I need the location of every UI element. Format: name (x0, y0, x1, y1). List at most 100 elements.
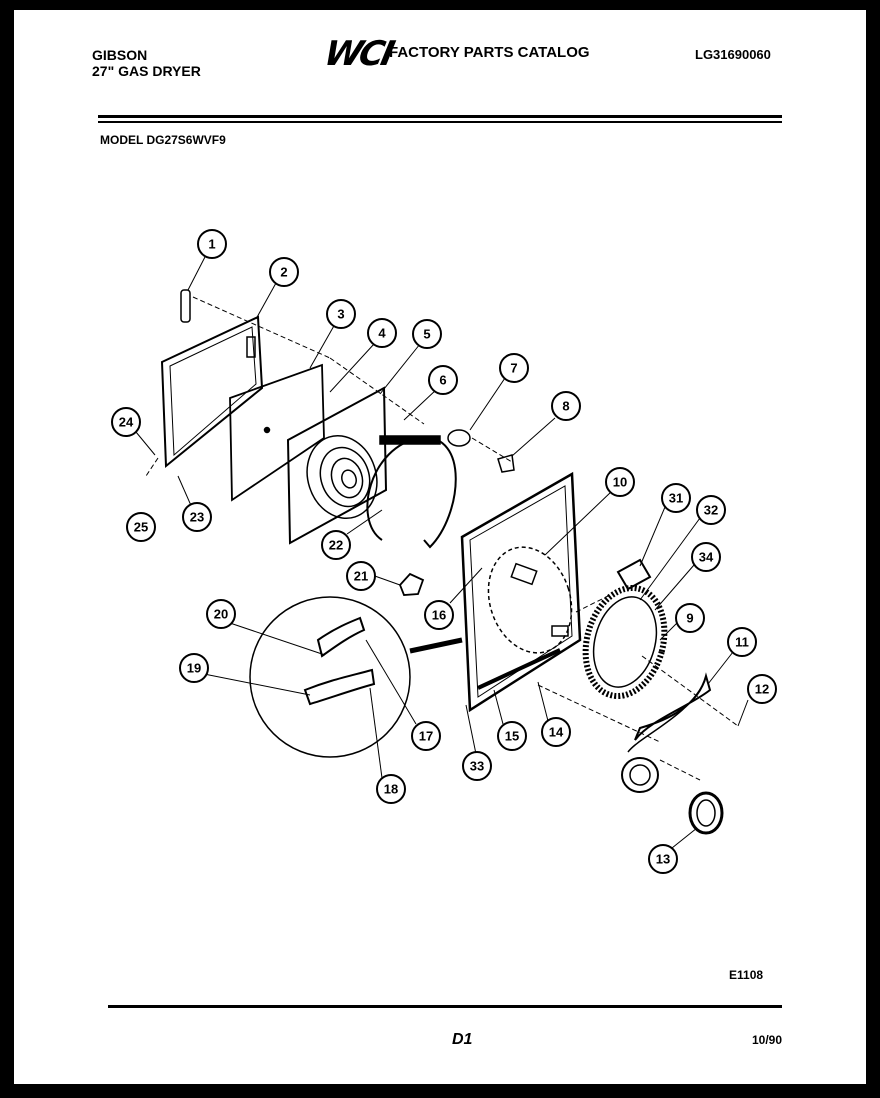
svg-text:1: 1 (208, 237, 215, 252)
svg-text:5: 5 (423, 327, 430, 342)
lint-duct-collar-inner (629, 764, 651, 786)
svg-text:8: 8 (562, 399, 569, 414)
callout-23: 23 (182, 502, 212, 532)
front-panel-inner (469, 485, 573, 698)
callout-1: 1 (197, 229, 227, 259)
callout-3: 3 (326, 299, 356, 329)
callout-21: 21 (346, 561, 376, 591)
callout-16: 16 (424, 600, 454, 630)
duct-seal-ring-inner (696, 799, 716, 827)
callout-14: 14 (541, 717, 571, 747)
switch-part (398, 572, 425, 596)
callout-25: 25 (126, 512, 156, 542)
duct-seal-ring (688, 791, 724, 835)
svg-text:31: 31 (669, 491, 683, 506)
svg-text:21: 21 (354, 569, 368, 584)
inner-door-panel (286, 386, 388, 545)
drum-bearing-ring-inner (592, 596, 658, 688)
svg-text:19: 19 (187, 661, 201, 676)
detail-leader-band (409, 637, 463, 654)
svg-text:16: 16 (432, 608, 446, 623)
catalog-code: LG31690060 (695, 47, 771, 62)
header-rule-bottom (98, 121, 782, 123)
svg-text:9: 9 (686, 611, 693, 626)
footer-rule (108, 1005, 782, 1008)
brand-name: GIBSON (92, 47, 148, 63)
door-bowl-inner (319, 446, 371, 508)
svg-text:32: 32 (704, 503, 718, 518)
product-subtitle: 27" GAS DRYER (92, 63, 201, 79)
svg-text:13: 13 (656, 852, 670, 867)
front-panel-switch (510, 562, 538, 586)
door-bowl-center (341, 469, 357, 489)
svg-text:6: 6 (439, 373, 446, 388)
revision-code: E1108 (729, 968, 764, 982)
callout-32: 32 (696, 495, 726, 525)
svg-text:24: 24 (119, 415, 134, 430)
callout-11: 11 (727, 627, 757, 657)
front-panel (460, 471, 582, 713)
callout-4: 4 (367, 318, 397, 348)
door-strike-part (497, 454, 515, 473)
svg-text:18: 18 (384, 782, 398, 797)
callout-34: 34 (691, 542, 721, 572)
header-rule-top (98, 115, 782, 118)
callout-31: 31 (661, 483, 691, 513)
callout-2: 2 (269, 257, 299, 287)
svg-text:25: 25 (134, 520, 148, 535)
catalog-title: FACTORY PARTS CATALOG (389, 44, 590, 61)
callout-6: 6 (428, 365, 458, 395)
callout-22: 22 (321, 530, 351, 560)
callout-18: 18 (376, 774, 406, 804)
callout-8: 8 (551, 391, 581, 421)
svg-text:17: 17 (419, 729, 433, 744)
hinge-pin-part (180, 289, 191, 323)
model-number: MODEL DG27S6WVF9 (100, 133, 226, 147)
callout-5: 5 (412, 319, 442, 349)
catch-bracket (379, 435, 441, 445)
callout-20: 20 (206, 599, 236, 629)
door-bowl-core (330, 457, 364, 499)
callout-17: 17 (411, 721, 441, 751)
callout-24: 24 (111, 407, 141, 437)
door-liner-panel (229, 363, 325, 502)
door-catch-part (447, 429, 471, 447)
issue-date: 10/90 (752, 1033, 783, 1047)
callout-9: 9 (675, 603, 705, 633)
detail-seal-upper (316, 616, 366, 658)
front-panel-seal-strip (477, 648, 561, 690)
callout-leaders (135, 254, 749, 849)
lint-duct (634, 672, 712, 741)
door-hinge-part (246, 336, 256, 358)
svg-text:15: 15 (505, 729, 519, 744)
svg-text:12: 12 (755, 682, 769, 697)
lint-duct-edge (627, 679, 706, 753)
front-panel-opening (487, 546, 573, 654)
lint-duct-collar (621, 757, 659, 793)
svg-text:2: 2 (280, 265, 287, 280)
svg-text:14: 14 (549, 725, 564, 740)
svg-text:11: 11 (735, 635, 749, 650)
outer-door-panel (160, 315, 264, 469)
svg-text:10: 10 (613, 475, 627, 490)
detail-seal-lower (303, 668, 376, 706)
svg-text:33: 33 (470, 759, 484, 774)
callout-19: 19 (179, 653, 209, 683)
latch-part (616, 558, 652, 591)
svg-text:4: 4 (378, 326, 386, 341)
door-bowl (306, 434, 378, 520)
callout-12: 12 (747, 674, 777, 704)
detail-view-circle (249, 596, 411, 758)
callout-10: 10 (605, 467, 635, 497)
svg-text:34: 34 (699, 550, 714, 565)
callout-15: 15 (497, 721, 527, 751)
callout-33: 33 (462, 751, 492, 781)
svg-text:20: 20 (214, 607, 228, 622)
front-panel-bracket (551, 625, 569, 637)
callout-7: 7 (499, 353, 529, 383)
callout-13: 13 (648, 844, 678, 874)
svg-text:3: 3 (337, 307, 344, 322)
page-number: D1 (452, 1031, 473, 1048)
